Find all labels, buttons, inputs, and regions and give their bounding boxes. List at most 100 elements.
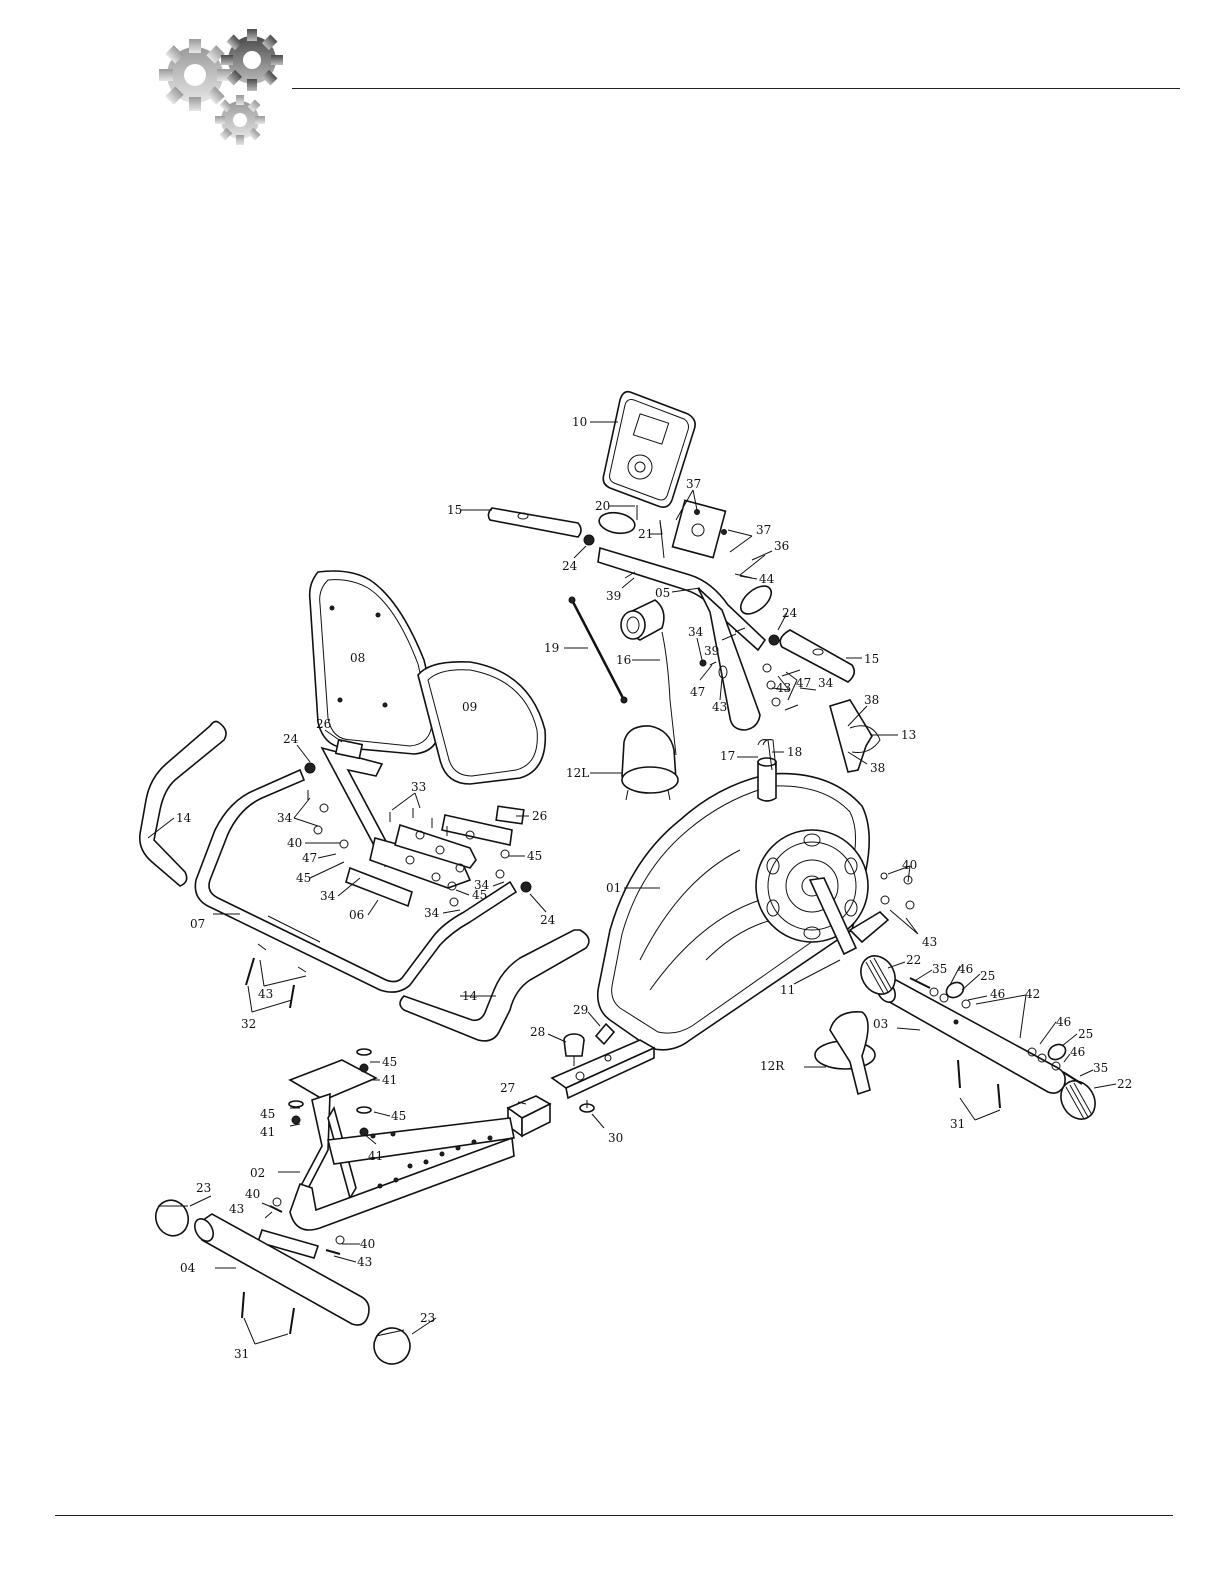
seat-part-09 [418,662,545,784]
callout-40: 40 [245,1187,260,1201]
callout-35: 35 [1093,1061,1108,1075]
pedal-part-12R [815,1012,875,1094]
callout-45: 45 [296,871,311,885]
callout-46: 46 [1070,1045,1085,1059]
end-cap-part-23-left [151,1196,193,1241]
callout-07: 07 [190,917,205,931]
callout-05: 05 [655,586,670,600]
callout-38: 38 [864,693,879,707]
callout-27: 27 [500,1081,515,1095]
callout-38: 38 [870,761,885,775]
callout-35: 35 [932,962,947,976]
callout-40: 40 [287,836,302,850]
callout-42: 42 [1025,987,1040,1001]
callout-45: 45 [260,1107,275,1121]
bolt-part-30 [580,1100,594,1112]
callout-24: 24 [540,913,556,927]
pedal-part-12L [622,726,678,800]
callout-45: 45 [382,1055,397,1069]
callout-43: 43 [922,935,937,949]
callout-33: 33 [411,780,426,794]
grip-part-15-left [488,508,594,545]
callout-17: 17 [720,749,735,763]
callout-23: 23 [420,1311,435,1325]
callout-31: 31 [234,1347,249,1361]
callout-08: 08 [350,651,365,665]
callout-37: 37 [756,523,771,537]
callout-20: 20 [595,499,610,513]
end-cap-part-23-right [369,1323,415,1369]
front-stabilizer-part-04 [191,1214,369,1325]
cable-part-19 [569,597,627,703]
bolts-part-31-front [242,1292,294,1334]
callout-24: 24 [283,732,299,746]
callout-06: 06 [349,908,364,922]
callout-34: 34 [277,811,293,825]
callout-15: 15 [447,503,462,517]
callout-45: 45 [391,1109,406,1123]
callout-22: 22 [906,953,921,967]
callout-15: 15 [864,652,879,666]
callout-16: 16 [616,653,631,667]
callout-34: 34 [688,625,704,639]
bolts-part-32 [246,944,306,1008]
callout-36: 36 [774,539,789,553]
callout-34: 34 [424,906,440,920]
callout-09: 09 [462,700,477,714]
callout-31: 31 [950,1117,965,1131]
callout-39: 39 [606,589,621,603]
callout-32: 32 [241,1017,256,1031]
callout-37: 37 [686,477,701,491]
callout-45: 45 [527,849,542,863]
callout-10: 10 [572,415,587,429]
callout-46: 46 [958,962,973,976]
callout-18: 18 [787,745,802,759]
callout-25: 25 [1078,1027,1093,1041]
callout-21: 21 [638,527,653,541]
callout-26: 26 [532,809,547,823]
callout-47: 47 [302,851,317,865]
callout-45: 45 [472,888,487,902]
callout-11: 11 [780,983,795,997]
callout-12R: 12R [760,1059,785,1073]
callout-12L: 12L [566,766,589,780]
callout-28: 28 [530,1025,545,1039]
callout-24: 24 [562,559,578,573]
callout-13: 13 [901,728,916,742]
callout-41: 41 [368,1149,383,1163]
front-frame-part-02 [258,1060,514,1258]
callout-29: 29 [573,1003,588,1017]
callout-43: 43 [229,1202,244,1216]
callout-43: 43 [357,1255,372,1269]
callout-04: 04 [180,1261,196,1275]
grip-part-15-right [769,630,854,682]
callout-24: 24 [782,606,798,620]
callout-43: 43 [258,987,273,1001]
callout-19: 19 [544,641,559,655]
callout-40: 40 [360,1237,375,1251]
callout-23: 23 [196,1181,211,1195]
callout-34: 34 [320,889,336,903]
callout-39: 39 [704,644,719,658]
callout-46: 46 [1056,1015,1071,1029]
console-part-10 [603,392,695,507]
callout-14: 14 [176,811,192,825]
callout-44: 44 [759,572,775,586]
callout-40: 40 [902,858,917,872]
callout-46: 46 [990,987,1005,1001]
callout-47: 47 [796,676,811,690]
callout-43: 43 [712,700,727,714]
callout-43: 43 [776,681,791,695]
callout-22: 22 [1117,1077,1132,1091]
callout-14: 14 [462,989,478,1003]
callout-41: 41 [260,1125,275,1139]
callout-25: 25 [980,969,995,983]
callout-41: 41 [382,1073,397,1087]
callout-01: 01 [606,881,621,895]
callout-03: 03 [873,1017,888,1031]
callout-34: 34 [818,676,834,690]
callout-47: 47 [690,685,705,699]
callout-30: 30 [608,1131,623,1145]
